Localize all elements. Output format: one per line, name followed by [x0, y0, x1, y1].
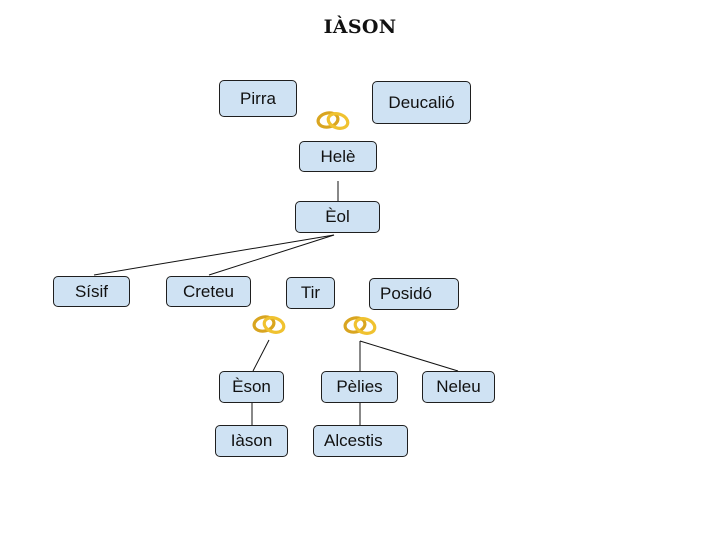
- node-label: Alcestis: [324, 431, 383, 450]
- node-label: Creteu: [182, 281, 235, 301]
- node-pirra: Pirra: [219, 80, 297, 117]
- node-sisif: Sísif: [53, 276, 130, 307]
- wedding-rings-icon: [316, 111, 350, 130]
- diagram-title: IÀSON: [323, 16, 397, 38]
- node-label: Pèlies: [336, 377, 383, 396]
- line-eol-sisif: [93, 234, 335, 276]
- node-hele: Helè: [299, 141, 377, 172]
- line-eol-creteu: [208, 234, 335, 276]
- node-eson: Èson: [219, 371, 284, 403]
- node-label: Tir: [300, 283, 321, 302]
- node-eol: Èol: [295, 201, 380, 233]
- node-posido: Posidó: [369, 278, 459, 310]
- node-tir: Tir: [286, 277, 335, 309]
- node-label: Helè: [320, 146, 356, 166]
- wedding-rings-icon: [252, 315, 286, 334]
- node-pelies: Pèlies: [321, 371, 398, 403]
- node-deucalio: Deucalió: [372, 81, 471, 124]
- node-creteu: Creteu: [166, 276, 251, 307]
- node-label: Èol: [325, 207, 350, 226]
- node-label: Posidó: [380, 284, 432, 303]
- node-label: Neleu: [436, 377, 481, 396]
- node-neleu: Neleu: [422, 371, 495, 403]
- node-label: Iàson: [230, 431, 273, 450]
- node-alcestis: Alcestis: [313, 425, 408, 457]
- node-label: Pirra: [240, 88, 276, 108]
- wedding-rings-icon: [343, 316, 377, 335]
- node-label: Èson: [232, 377, 271, 396]
- line-posido-tir-marriage-neleu: [359, 340, 459, 372]
- node-iason: Iàson: [215, 425, 288, 457]
- node-label: Deucalió: [388, 92, 455, 112]
- line-creteu-tir-marriage-eson: [252, 339, 270, 372]
- node-label: Sísif: [74, 281, 109, 301]
